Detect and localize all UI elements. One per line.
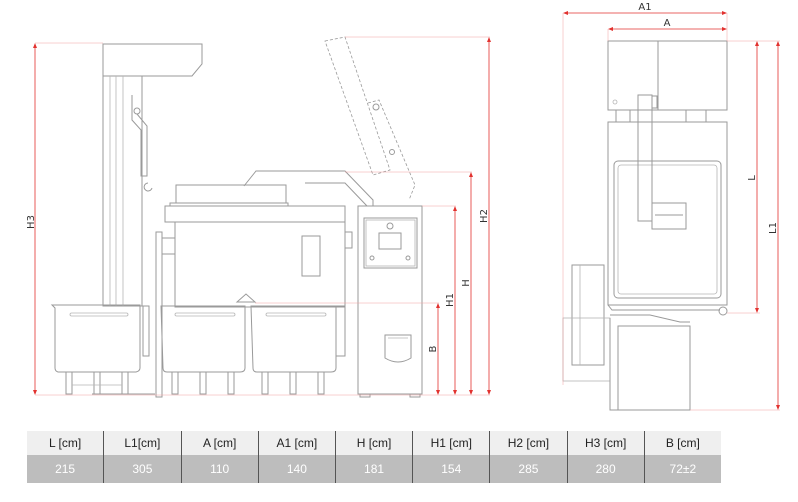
table-row: 215 305 110 140 181 154 285 280 72±2 bbox=[27, 455, 721, 483]
header-cell: H2 [cm] bbox=[489, 431, 568, 455]
side-dimensions: H3 H2 H H1 B bbox=[26, 36, 491, 396]
control-cabinet bbox=[357, 205, 423, 398]
table-header-row: L [cm] L1[cm] A [cm] A1 [cm] H [cm] H1 [… bbox=[27, 431, 721, 455]
top-view: A1 A L L1 bbox=[562, 2, 780, 411]
value-cell: 110 bbox=[180, 455, 259, 483]
bin-right bbox=[250, 305, 346, 395]
dim-label-a: A bbox=[664, 18, 671, 29]
dim-label-h2: H2 bbox=[479, 209, 490, 223]
bin-middle bbox=[160, 305, 246, 395]
value-cell: 285 bbox=[489, 455, 568, 483]
value-cell: 305 bbox=[103, 455, 182, 483]
technical-drawing: H3 H2 H H1 B bbox=[26, 2, 780, 411]
header-cell: A [cm] bbox=[180, 431, 259, 455]
dim-label-l1: L1 bbox=[768, 222, 779, 234]
header-cell: B [cm] bbox=[643, 431, 721, 455]
header-cell: H3 [cm] bbox=[566, 431, 645, 455]
value-cell: 154 bbox=[412, 455, 490, 483]
header-cell: L [cm] bbox=[27, 431, 104, 455]
side-view: H3 H2 H H1 B bbox=[26, 36, 491, 398]
bin-left bbox=[50, 304, 141, 395]
dim-label-b: B bbox=[428, 345, 439, 352]
mixer-body bbox=[155, 170, 374, 398]
dimensions-table: L [cm] L1[cm] A [cm] A1 [cm] H [cm] H1 [… bbox=[27, 431, 721, 483]
header-cell: A1 [cm] bbox=[257, 431, 336, 455]
dim-label-l: L bbox=[747, 175, 758, 181]
value-cell: 181 bbox=[334, 455, 413, 483]
dim-label-a1: A1 bbox=[638, 2, 651, 13]
header-cell: L1[cm] bbox=[103, 431, 182, 455]
open-lid bbox=[324, 36, 416, 201]
dim-label-h1: H1 bbox=[445, 293, 456, 307]
header-cell: H1 [cm] bbox=[412, 431, 490, 455]
value-cell: 280 bbox=[566, 455, 645, 483]
value-cell: 140 bbox=[257, 455, 336, 483]
dim-label-h: H bbox=[461, 279, 472, 287]
dim-label-h3: H3 bbox=[26, 215, 37, 229]
value-cell: 72±2 bbox=[643, 455, 721, 483]
bin-lift bbox=[92, 43, 203, 395]
value-cell: 215 bbox=[27, 455, 104, 483]
header-cell: H [cm] bbox=[334, 431, 413, 455]
